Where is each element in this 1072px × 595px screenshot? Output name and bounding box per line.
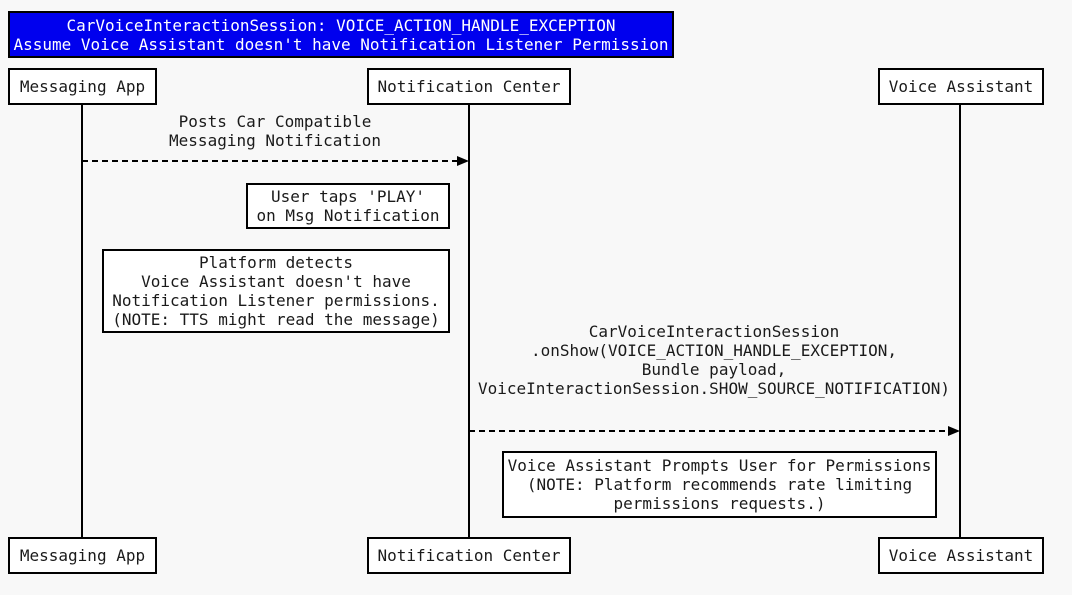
message-2-label-line-1: CarVoiceInteractionSession	[588, 322, 840, 341]
message-2-label-line-4: VoiceInteractionSession.SHOW_SOURCE_NOTI…	[477, 379, 950, 398]
note-3-line-3: permissions requests.)	[613, 494, 826, 513]
note-3-line-2: (NOTE: Platform recommends rate limiting	[526, 475, 913, 494]
note-1-line-2: on Msg Notification	[256, 206, 440, 225]
message-1-label-line-2: Messaging Notification	[169, 131, 381, 150]
diagram-title-line-1: CarVoiceInteractionSession: VOICE_ACTION…	[66, 16, 616, 35]
note-2-line-3: Notification Listener permissions.	[112, 291, 440, 310]
diagram-title: CarVoiceInteractionSession: VOICE_ACTION…	[8, 11, 674, 58]
message-1-arrow-head	[457, 156, 469, 166]
lifeline-notification-center	[468, 104, 470, 538]
note-2-line-1: Platform detects	[198, 253, 354, 272]
note-2-line-2: Voice Assistant doesn't have	[141, 272, 411, 291]
message-2-label: CarVoiceInteractionSession .onShow(VOICE…	[464, 322, 964, 398]
note-1-line-1: User taps 'PLAY'	[270, 187, 426, 206]
diagram-title-line-2: Assume Voice Assistant doesn't have Noti…	[13, 35, 669, 54]
message-2-arrow-line	[469, 430, 948, 432]
message-2-arrow-head	[948, 426, 960, 436]
actor-notification-center-bottom: Notification Center	[367, 537, 571, 574]
message-1-arrow-line	[82, 160, 458, 162]
actor-voice-assistant-top: Voice Assistant	[878, 68, 1044, 105]
message-1-label-line-1: Posts Car Compatible	[178, 112, 372, 131]
actor-messaging-app-top: Messaging App	[8, 68, 157, 105]
message-1-label: Posts Car Compatible Messaging Notificat…	[75, 112, 475, 150]
note-platform-detects: Platform detects Voice Assistant doesn't…	[102, 249, 450, 333]
message-2-label-line-3: Bundle payload,	[641, 360, 787, 379]
note-voice-assistant-prompts: Voice Assistant Prompts User for Permiss…	[502, 451, 937, 518]
lifeline-voice-assistant	[959, 104, 961, 538]
note-user-taps-play: User taps 'PLAY' on Msg Notification	[246, 183, 450, 229]
note-3-line-1: Voice Assistant Prompts User for Permiss…	[507, 456, 932, 475]
lifeline-messaging-app	[81, 104, 83, 538]
actor-notification-center-top: Notification Center	[367, 68, 571, 105]
actor-messaging-app-bottom: Messaging App	[8, 537, 157, 574]
actor-voice-assistant-bottom: Voice Assistant	[878, 537, 1044, 574]
note-2-line-4: (NOTE: TTS might read the message)	[112, 310, 440, 329]
message-2-label-line-2: .onShow(VOICE_ACTION_HANDLE_EXCEPTION,	[530, 341, 898, 360]
